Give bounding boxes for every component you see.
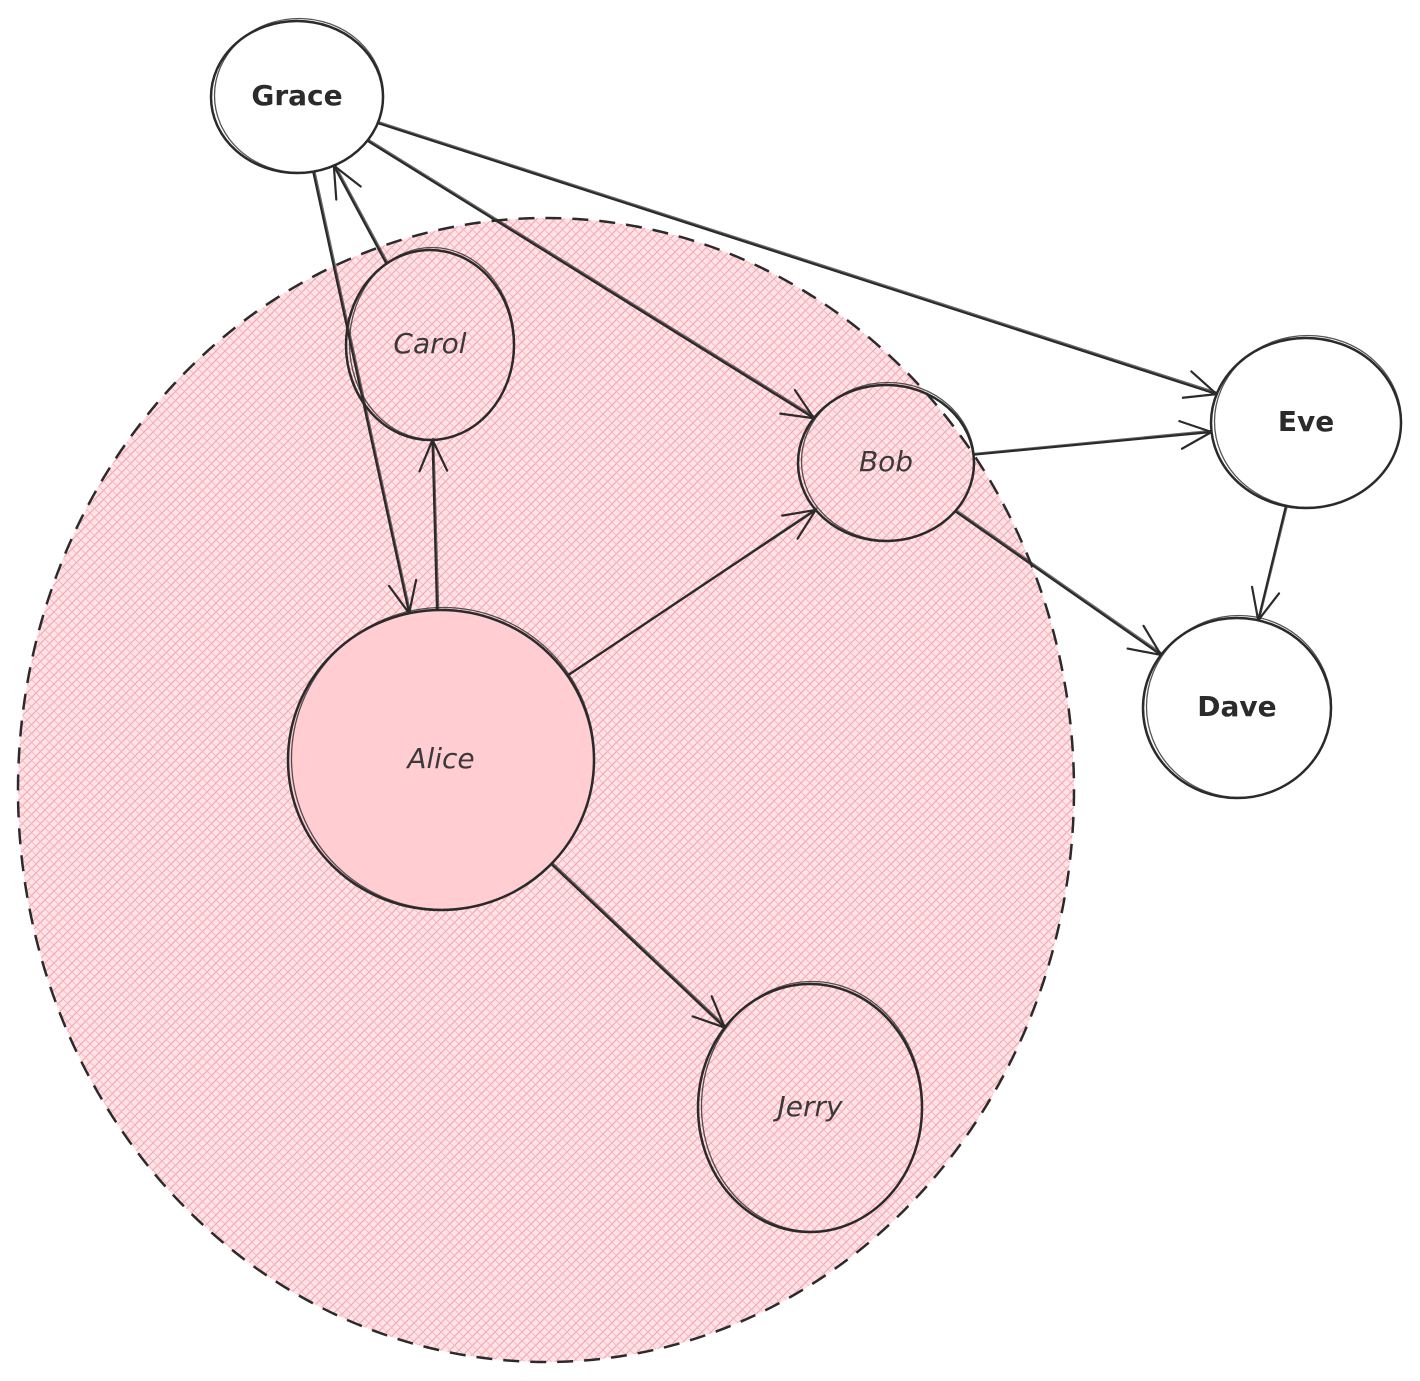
node-label-alice: Alice <box>405 742 474 775</box>
node-jerry[interactable]: Jerry <box>696 980 924 1234</box>
edge-bob-to-eve <box>972 420 1214 456</box>
node-outline <box>348 246 516 441</box>
node-outline <box>800 381 976 542</box>
node-dave[interactable]: Dave <box>1141 614 1333 800</box>
node-outline <box>213 17 385 174</box>
node-label-jerry: Jerry <box>772 1090 843 1123</box>
node-label-grace: Grace <box>251 79 342 112</box>
node-carol[interactable]: Carol <box>344 246 516 442</box>
node-bob[interactable]: Bob <box>796 381 976 543</box>
node-label-bob: Bob <box>859 445 913 478</box>
node-outline <box>290 606 596 911</box>
node-label-carol: Carol <box>393 327 466 360</box>
node-outline <box>700 980 924 1233</box>
node-outline <box>1213 334 1403 509</box>
edge-carol-to-grace <box>332 163 389 265</box>
node-outline <box>1145 614 1333 799</box>
node-label-eve: Eve <box>1278 405 1334 438</box>
node-eve[interactable]: Eve <box>1209 334 1403 510</box>
node-grace[interactable]: Grace <box>209 17 385 175</box>
edge-eve-to-dave <box>1250 504 1289 622</box>
edges-layer <box>312 121 1289 1029</box>
node-alice[interactable]: Alice <box>286 606 596 912</box>
node-label-dave: Dave <box>1197 690 1276 723</box>
